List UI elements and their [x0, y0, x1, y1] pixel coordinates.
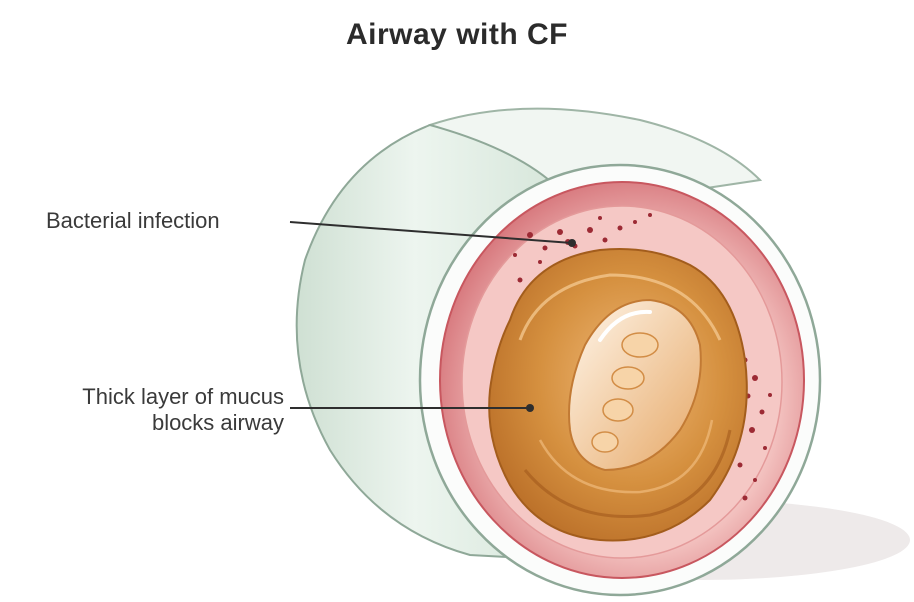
label-mucus-line2: blocks airway [151, 410, 284, 435]
leader-dot-bacteria [568, 239, 576, 247]
mucus-ripple-1 [518, 273, 722, 341]
label-mucus: Thick layer of mucus blocks airway [16, 384, 284, 436]
lumen-highlight [598, 309, 652, 342]
lumen-folds [591, 332, 659, 453]
mucus-ripple-3 [538, 419, 714, 494]
diagram-title: Airway with CF [345, 18, 569, 51]
label-mucus-line1: Thick layer of mucus [82, 384, 284, 409]
leader-line-bacteria [289, 221, 573, 244]
label-bacterial-infection: Bacterial infection [46, 208, 220, 233]
mucus-ripple-2 [523, 429, 732, 519]
leader-dot-mucus [526, 404, 534, 412]
